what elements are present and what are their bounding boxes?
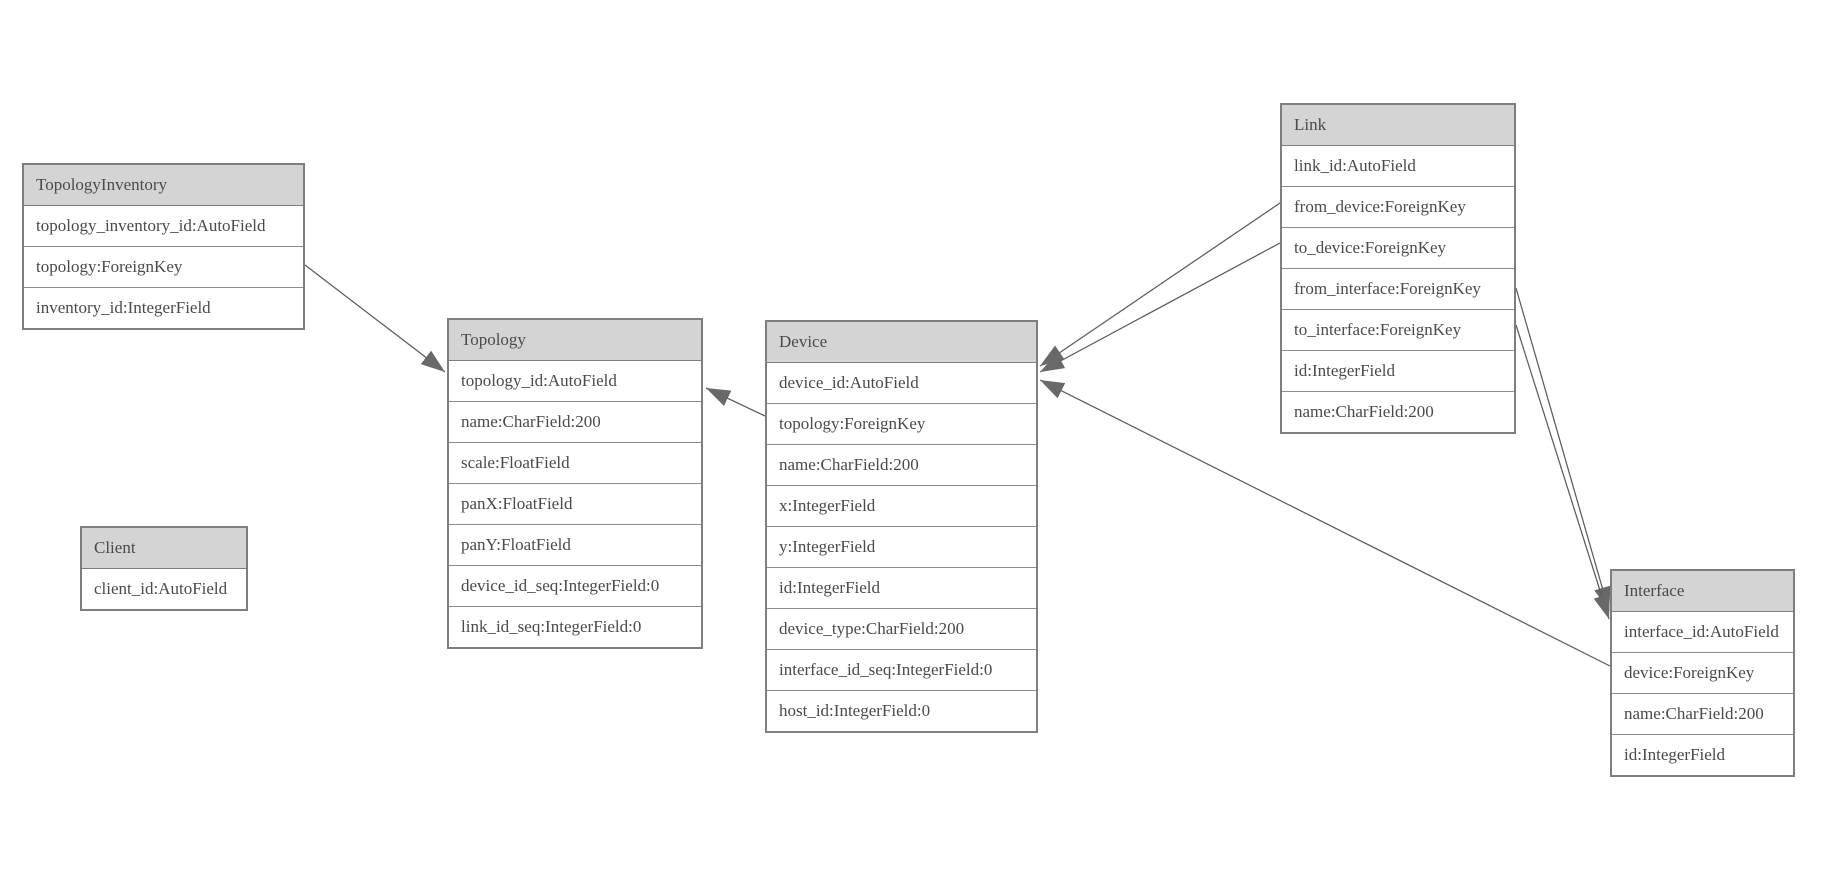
entity-field-row: scale:FloatField	[449, 443, 701, 484]
entity-field-row: inventory_id:IntegerField	[24, 288, 303, 328]
entity-field-row: interface_id:AutoField	[1612, 612, 1793, 653]
entity-field-row: link_id_seq:IntegerField:0	[449, 607, 701, 647]
entity-field-row: topology_id:AutoField	[449, 361, 701, 402]
entity-table-title: Link	[1282, 105, 1514, 146]
edge-topologyinventory-topology-to-topology	[304, 264, 446, 373]
edge-interface-device-to-device	[1039, 379, 1611, 667]
entity-table-title: Device	[767, 322, 1036, 363]
entity-field-row: to_device:ForeignKey	[1282, 228, 1514, 269]
entity-field-row: name:CharField:200	[449, 402, 701, 443]
entity-field-row: link_id:AutoField	[1282, 146, 1514, 187]
entity-table-title: Topology	[449, 320, 701, 361]
entity-table-title: TopologyInventory	[24, 165, 303, 206]
entity-field-row: id:IntegerField	[767, 568, 1036, 609]
entity-field-row: name:CharField:200	[767, 445, 1036, 486]
entity-field-row: topology_inventory_id:AutoField	[24, 206, 303, 247]
entity-field-row: id:IntegerField	[1612, 735, 1793, 775]
entity-field-row: from_device:ForeignKey	[1282, 187, 1514, 228]
entity-field-row: device:ForeignKey	[1612, 653, 1793, 694]
edge-link-from_device-to-device	[1039, 202, 1281, 367]
entity-field-row: x:IntegerField	[767, 486, 1036, 527]
entity-table-title: Client	[82, 528, 246, 569]
entity-field-row: client_id:AutoField	[82, 569, 246, 609]
entity-field-row: id:IntegerField	[1282, 351, 1514, 392]
entity-field-row: topology:ForeignKey	[767, 404, 1036, 445]
edge-link-to_device-to-device	[1039, 242, 1281, 373]
entity-field-row: name:CharField:200	[1282, 392, 1514, 432]
edge-device-topology-to-topology	[705, 387, 766, 417]
entity-field-row: name:CharField:200	[1612, 694, 1793, 735]
entity-field-row: y:IntegerField	[767, 527, 1036, 568]
entity-field-row: from_interface:ForeignKey	[1282, 269, 1514, 310]
entity-field-row: topology:ForeignKey	[24, 247, 303, 288]
entity-field-row: host_id:IntegerField:0	[767, 691, 1036, 731]
entity-table-title: Interface	[1612, 571, 1793, 612]
entity-field-row: device_type:CharField:200	[767, 609, 1036, 650]
entity-field-row: device_id:AutoField	[767, 363, 1036, 404]
entity-field-row: device_id_seq:IntegerField:0	[449, 566, 701, 607]
entity-field-row: interface_id_seq:IntegerField:0	[767, 650, 1036, 691]
entity-field-row: panX:FloatField	[449, 484, 701, 525]
edge-link-from_interface-to-interface	[1515, 287, 1611, 612]
entity-field-row: panY:FloatField	[449, 525, 701, 566]
edge-link-to_interface-to-interface	[1515, 324, 1610, 620]
entity-field-row: to_interface:ForeignKey	[1282, 310, 1514, 351]
